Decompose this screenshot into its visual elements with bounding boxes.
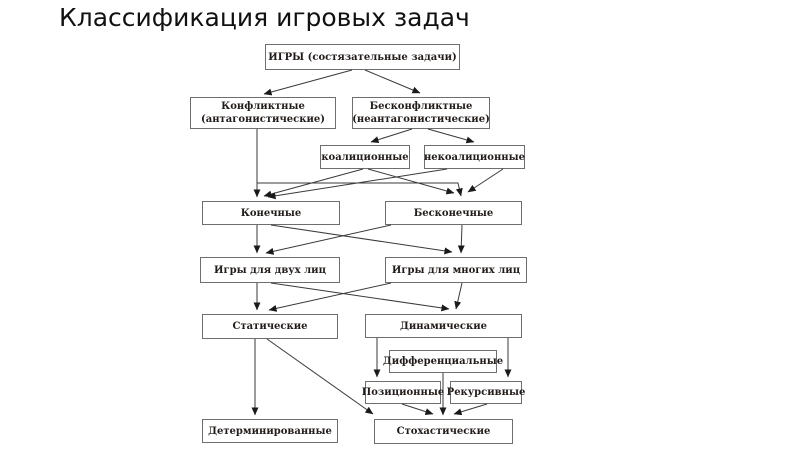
node-stochastic-label: Стохастические [396,426,491,437]
node-finite: Конечные [202,201,340,225]
edge-nonconflict-coalition [370,128,413,144]
edge-games-conflict [263,69,353,96]
edge-noncoalition-infinite [467,168,504,193]
node-conflict: Конфликтные (антагонистические) [190,97,336,129]
node-conflict-label: Конфликтные (антагонистические) [201,101,325,125]
edge-infinite-two-person [265,224,392,255]
edge-recursive-stochastic [453,403,488,416]
edge-conflict-infinite [257,182,463,197]
edge-static-stochastic [266,338,374,415]
node-nonconflict: Бесконфликтные (неантагонистические) [352,97,490,129]
node-n-person: Игры для многих лиц [385,257,527,283]
node-n-person-label: Игры для многих лиц [391,264,521,276]
node-deterministic-label: Детерминированные [208,425,332,437]
node-coalition-label: коалиционные [321,151,409,163]
edge-n-person-dynamic [454,282,463,310]
node-differential: Дифференциальные [383,350,503,373]
edge-finite-n-person [270,224,453,255]
node-deterministic: Детерминированные [202,419,338,443]
edge-infinite-n-person [457,224,465,254]
node-finite-label: Конечные [240,207,302,219]
node-differential-label: Дифференциальные [382,356,504,367]
node-infinite: Бесконечные [385,201,522,225]
edge-nonconflict-noncoalition [427,128,475,144]
node-two-person-label: Игры для двух лиц [214,264,326,276]
page-title: Классификация игровых задач [59,3,470,32]
edge-coalition-finite [263,168,364,198]
node-noncoalition-label: некоалиционные [423,151,526,163]
node-nonconflict-label: Бесконфликтные (неантагонистические) [352,101,490,125]
node-games-label: ИГРЫ (состязательные задачи) [268,51,457,63]
edge-positional-stochastic [401,403,434,415]
node-noncoalition: некоалиционные [424,145,525,169]
edge-noncoalition-finite [267,168,448,200]
edge-two-person-dynamic [270,282,450,312]
edge-coalition-infinite [367,168,455,195]
node-dynamic-label: Динамические [400,320,487,332]
node-games: ИГРЫ (состязательные задачи) [265,44,460,70]
node-infinite-label: Бесконечные [413,207,494,219]
node-positional: Позиционные [361,381,445,404]
node-positional-label: Позиционные [361,387,445,398]
edge-games-nonconflict [364,69,421,94]
node-recursive-label: Рекурсивные [446,387,526,398]
node-static: Статические [202,314,338,339]
node-stochastic: Стохастические [374,419,513,444]
node-coalition: коалиционные [320,145,410,169]
node-two-person: Игры для двух лиц [200,257,340,283]
node-static-label: Статические [232,321,308,332]
node-recursive: Рекурсивные [447,381,525,404]
edge-n-person-static [268,282,392,312]
node-dynamic: Динамические [365,314,522,338]
